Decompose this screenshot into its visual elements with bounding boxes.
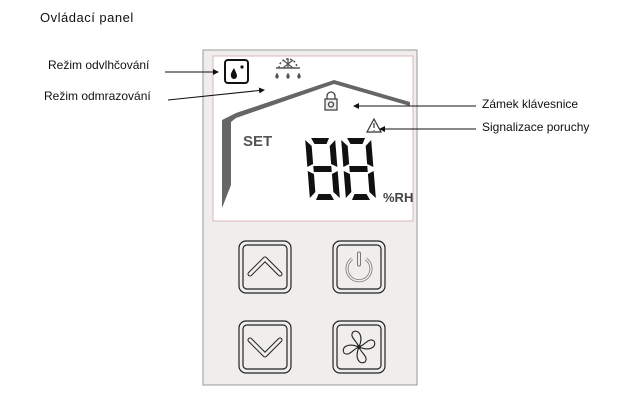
up-button[interactable] <box>238 240 292 294</box>
digit-segment <box>343 171 352 198</box>
digit-segment <box>349 166 368 172</box>
set-indicator: SET <box>243 133 272 150</box>
digit-segment <box>313 166 332 172</box>
fan-button[interactable] <box>332 320 386 374</box>
chevron-up-icon <box>247 256 283 277</box>
label-fault-signal: Signalizace poruchy <box>482 120 590 134</box>
digit-segment <box>365 140 374 167</box>
house-outline <box>222 80 410 208</box>
digit-segment <box>305 140 314 167</box>
chevron-down-icon <box>247 337 283 358</box>
lock-icon <box>324 91 338 111</box>
digit-segment <box>316 194 334 200</box>
digit-segment <box>341 140 350 167</box>
defrost-icon <box>275 58 301 79</box>
digit-segment <box>311 138 330 144</box>
digit-segment <box>347 138 366 144</box>
digit-segment <box>352 194 370 200</box>
label-defrost-mode: Režim odmrazování <box>44 89 151 103</box>
digit-segment <box>329 140 338 167</box>
digit-segment <box>367 171 376 198</box>
label-dehumidify-mode: Režim odvlhčování <box>48 58 150 72</box>
callout-arrows <box>165 69 476 132</box>
unit-label: %RH <box>383 190 413 205</box>
dehumidify-icon <box>224 59 249 84</box>
humidity-digits <box>305 138 376 200</box>
warning-icon <box>365 117 383 133</box>
down-button[interactable] <box>238 320 292 374</box>
power-button[interactable] <box>332 240 386 294</box>
digit-segment <box>331 171 340 198</box>
power-icon <box>345 251 373 283</box>
digit-segment <box>307 171 316 198</box>
fan-icon <box>342 330 376 364</box>
label-keypad-lock: Zámek klávesnice <box>482 97 579 111</box>
page-title: Ovládací panel <box>40 10 134 25</box>
